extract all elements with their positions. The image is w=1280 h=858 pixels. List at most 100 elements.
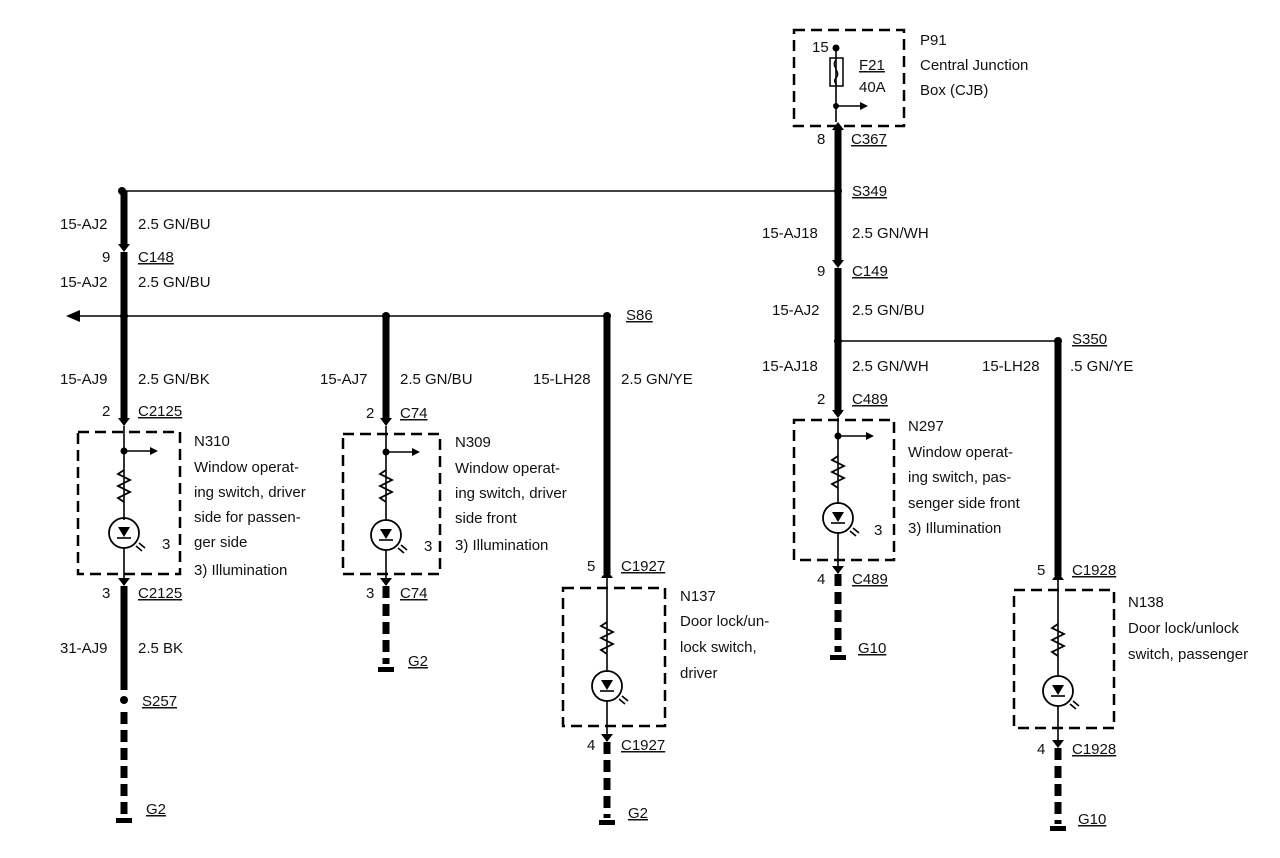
- n297-resistor-icon: [829, 455, 847, 489]
- cjb-name-line-2: Box (CJB): [920, 82, 988, 99]
- n297-ref: N297: [908, 418, 944, 435]
- ground-g2-c-icon: [599, 820, 615, 825]
- c489-out-label: C489: [852, 571, 888, 588]
- n138-resistor-icon: [1049, 623, 1067, 657]
- n138-ref: N138: [1128, 594, 1164, 611]
- c1928-in-pin: 5: [1037, 562, 1045, 579]
- central-junction-box: 15 F21 40A P91 Central Junction Box (CJB…: [792, 28, 1028, 128]
- n310-desc-3: side for passen-: [194, 509, 301, 526]
- splice-s350-label: S350: [1072, 331, 1107, 348]
- n137-desc-2: lock switch,: [680, 639, 757, 656]
- c74-in-label: C74: [400, 405, 428, 422]
- splice-s86-label: S86: [626, 307, 653, 324]
- wire-w2-spec: 2.5 GN/BU: [138, 274, 211, 291]
- c149-pin: 9: [817, 263, 825, 280]
- wire-w4-circuit: 15-AJ7: [320, 371, 368, 388]
- c2125-in-label: C2125: [138, 403, 182, 420]
- c74-out-label: C74: [400, 585, 428, 602]
- wire-w9-spec: 2.5 GN/WH: [852, 358, 929, 375]
- n309-desc-3: side front: [455, 510, 518, 527]
- ground-g2-b-label: G2: [408, 653, 428, 670]
- n309-switch-arrow-icon: [412, 448, 420, 456]
- n137-ref: N137: [680, 588, 716, 605]
- n137-resistor-icon: [598, 621, 616, 655]
- wire-w3-circuit: 15-AJ9: [60, 371, 108, 388]
- wire-w10-circuit: 15-LH28: [982, 358, 1040, 375]
- n138-desc-1: Door lock/unlock: [1128, 620, 1239, 637]
- c74-out-pin: 3: [366, 585, 374, 602]
- component-n297: 3: [792, 418, 896, 570]
- c2125-out-label: C2125: [138, 585, 182, 602]
- fuse-label: F21: [859, 57, 885, 74]
- n309-note: 3) Illumination: [455, 537, 548, 554]
- c1927-in-label: C1927: [621, 558, 665, 575]
- fuse-rating: 40A: [859, 79, 886, 96]
- splice-s349-label: S349: [852, 183, 887, 200]
- c1928-out-pin: 4: [1037, 741, 1045, 758]
- n138-desc-2: switch, passenger: [1128, 646, 1248, 663]
- c74-in-pin: 2: [366, 405, 374, 422]
- wire-w6-circuit: 31-AJ9: [60, 640, 108, 657]
- wire-w5-circuit: 15-LH28: [533, 371, 591, 388]
- ground-g10-b-icon: [1050, 826, 1066, 831]
- wire-w3-spec: 2.5 GN/BK: [138, 371, 210, 388]
- wire-w1-circuit: 15-AJ2: [60, 216, 108, 233]
- splice-s257-dot: [120, 696, 128, 704]
- bus-continues-arrow-icon: [66, 310, 80, 322]
- wire-w8-spec: 2.5 GN/BU: [852, 302, 925, 319]
- wire-w8-circuit: 15-AJ2: [772, 302, 820, 319]
- c148-label: C148: [138, 249, 174, 266]
- cjb-dashed-outline: [792, 28, 906, 128]
- ground-g2-a-icon: [116, 818, 132, 823]
- cjb-name-line-1: Central Junction: [920, 57, 1028, 74]
- wire-w10-spec: .5 GN/YE: [1070, 358, 1133, 375]
- c1927-out-label: C1927: [621, 737, 665, 754]
- wire-w6-spec: 2.5 BK: [138, 640, 183, 657]
- c2125-in-pin: 2: [102, 403, 110, 420]
- n297-switch-arrow-icon: [866, 432, 874, 440]
- n297-desc-1: Window operat-: [908, 444, 1013, 461]
- cjb-pin-out: 8: [817, 131, 825, 148]
- wire-w1-spec: 2.5 GN/BU: [138, 216, 211, 233]
- n310-desc-4: ger side: [194, 534, 247, 551]
- component-n309: 3: [341, 426, 442, 582]
- n309-desc-2: ing switch, driver: [455, 485, 567, 502]
- ground-g10-b-label: G10: [1078, 811, 1106, 828]
- c1928-in-label: C1928: [1072, 562, 1116, 579]
- n137-dashed-outline: [561, 586, 667, 728]
- c1927-out-pin: 4: [587, 737, 595, 754]
- n297-lamp-pin: 3: [874, 522, 882, 539]
- n309-desc-1: Window operat-: [455, 460, 560, 477]
- n310-desc-2: ing switch, driver: [194, 484, 306, 501]
- cjb-ref: P91: [920, 32, 947, 49]
- n309-ref: N309: [455, 434, 491, 451]
- ground-g10-a-icon: [830, 655, 846, 660]
- n310-note: 3) Illumination: [194, 562, 287, 579]
- n137-desc-3: driver: [680, 665, 718, 682]
- c149-label: C149: [852, 263, 888, 280]
- n310-switch-arrow-icon: [150, 447, 158, 455]
- n137-desc-1: Door lock/un-: [680, 613, 769, 630]
- c489-in-pin: 2: [817, 391, 825, 408]
- n309-resistor-icon: [377, 469, 395, 503]
- cjb-pin-in: 15: [812, 39, 829, 56]
- component-n310: 3: [76, 426, 182, 582]
- n310-resistor-icon: [115, 469, 133, 503]
- wire-w7-circuit: 15-AJ18: [762, 225, 818, 242]
- component-n138: [1012, 580, 1116, 742]
- n310-desc-1: Window operat-: [194, 459, 299, 476]
- n297-note: 3) Illumination: [908, 520, 1001, 537]
- n310-ref: N310: [194, 433, 230, 450]
- n297-desc-3: senger side front: [908, 495, 1021, 512]
- n309-lamp-pin: 3: [424, 538, 432, 555]
- wire-w7-spec: 2.5 GN/WH: [852, 225, 929, 242]
- wire-w4-spec: 2.5 GN/BU: [400, 371, 473, 388]
- ground-g2-a-label: G2: [146, 801, 166, 818]
- c1927-in-pin: 5: [587, 558, 595, 575]
- c2125-out-pin: 3: [102, 585, 110, 602]
- wire-w9-circuit: 15-AJ18: [762, 358, 818, 375]
- n310-lamp-pin: 3: [162, 536, 170, 553]
- n297-desc-2: ing switch, pas-: [908, 469, 1011, 486]
- c148-pin: 9: [102, 249, 110, 266]
